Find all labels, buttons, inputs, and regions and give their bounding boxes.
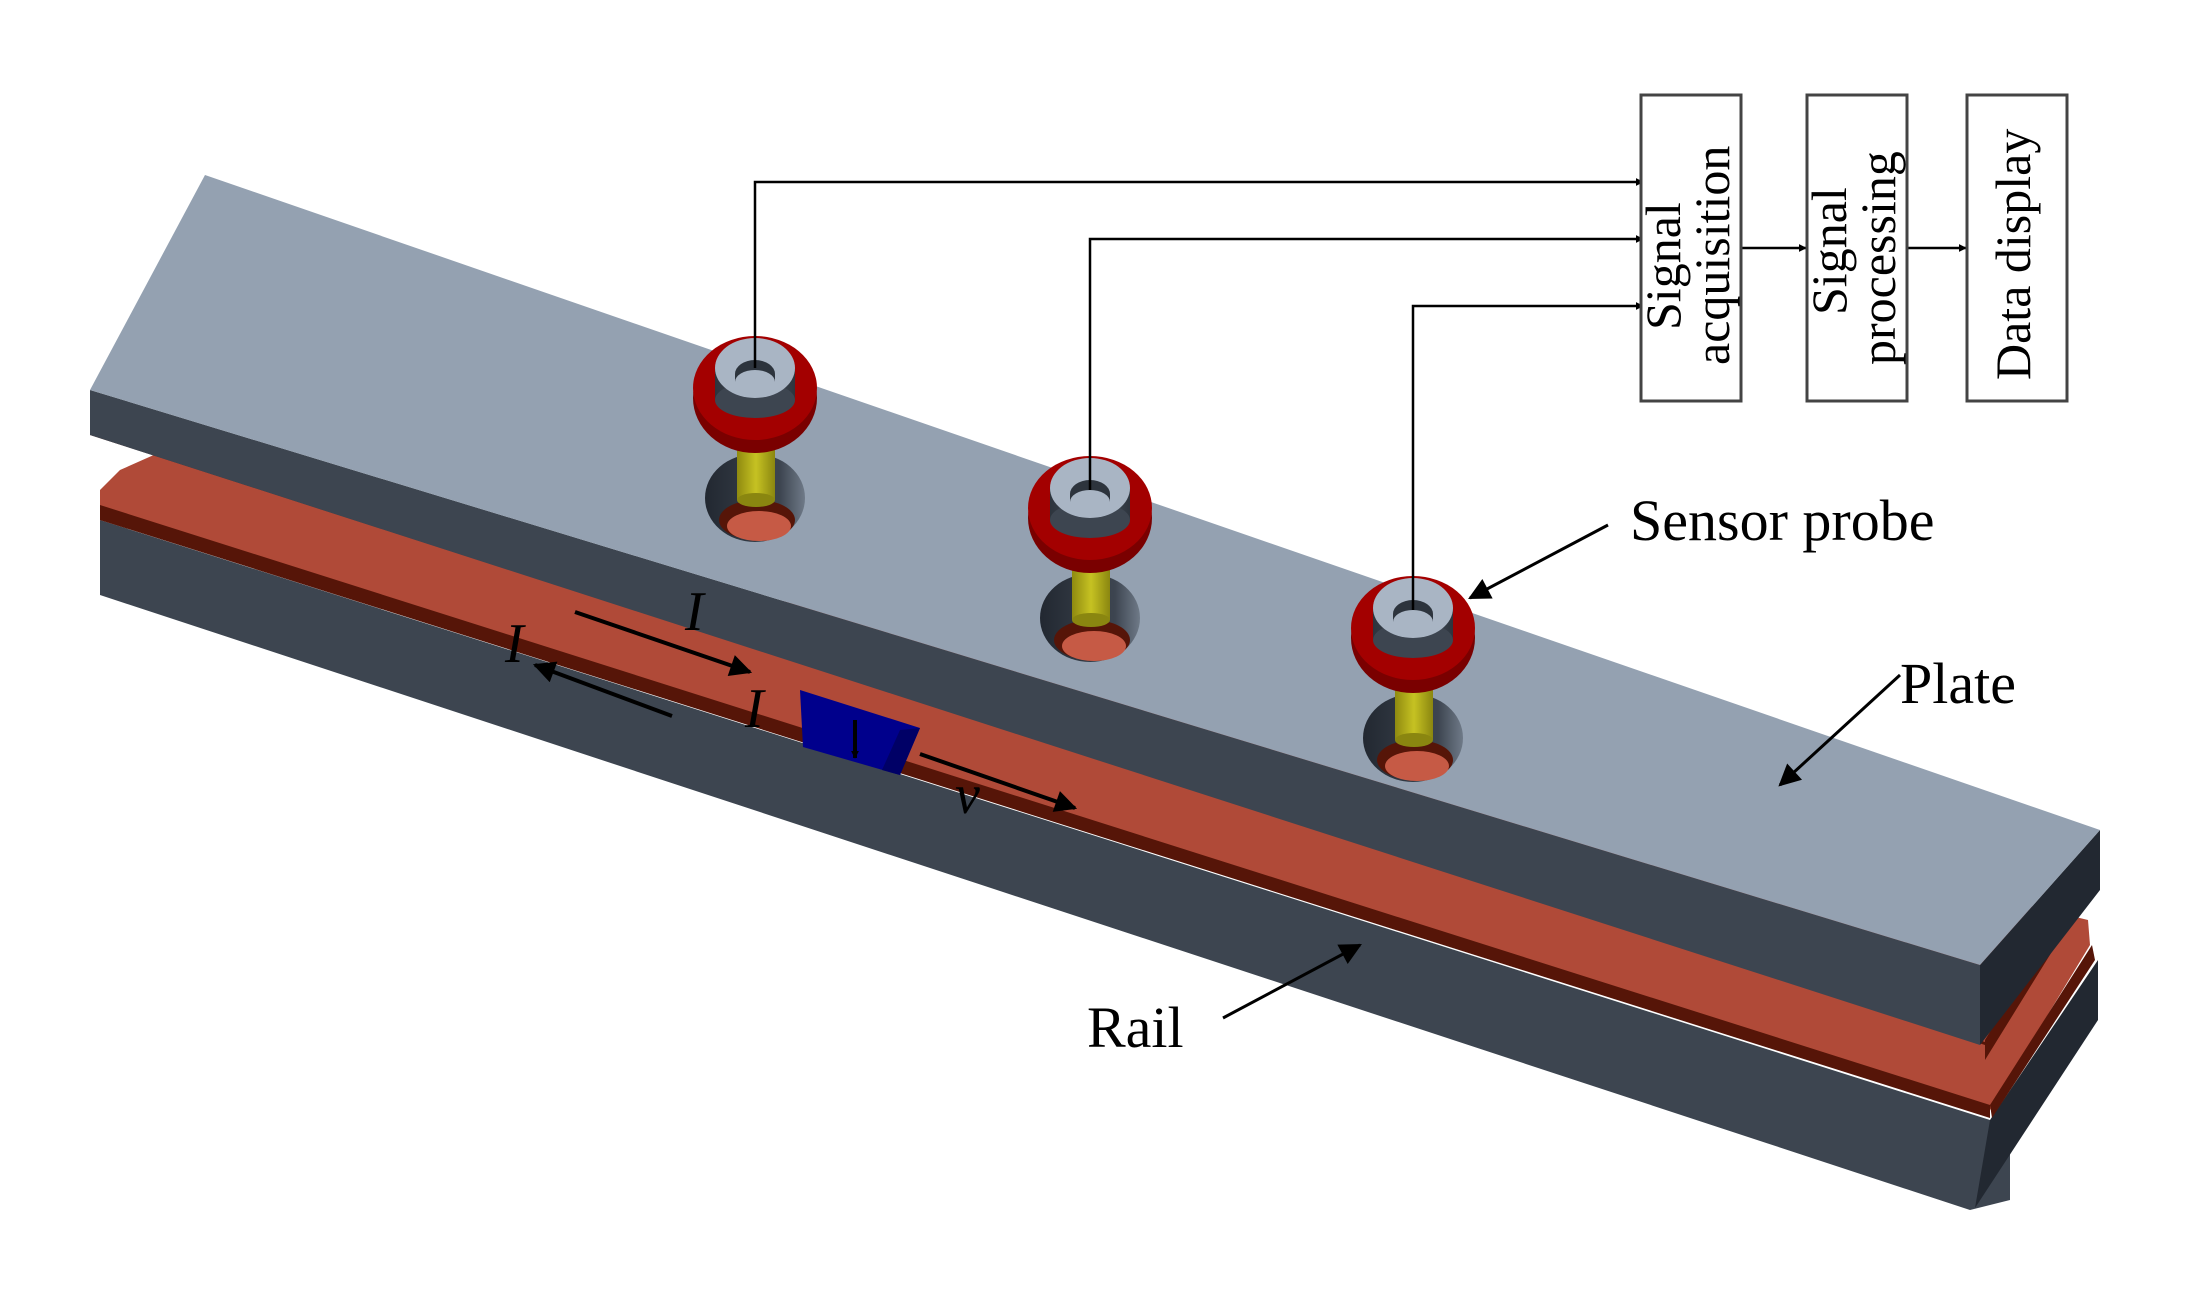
signal-line-probe-2	[1088, 235, 1644, 490]
signal-processing-line2: processing	[1850, 151, 1906, 365]
lower-rail-edge	[100, 505, 1990, 1118]
callouts: Sensor probe Plate Rail	[1087, 488, 2016, 1060]
probe-hole-floor	[727, 511, 791, 541]
probe-stem-end	[1395, 733, 1433, 747]
signal-processing-box	[1805, 93, 1909, 403]
current-and-velocity-annotations: I I I v	[504, 581, 1078, 826]
sensor-probe-leader	[1468, 523, 1609, 600]
signal-acquisition-line2: acquisition	[1684, 146, 1740, 365]
sensor-probe-2	[1028, 456, 1152, 662]
armature	[800, 690, 920, 775]
signal-chain: Signal acquisition Signal processing Dat…	[1635, 93, 2069, 403]
current-symbol-upper: I	[684, 581, 706, 643]
probe-stem-end	[1072, 613, 1110, 627]
lower-rail-end	[1990, 945, 2095, 1118]
signal-acquisition-box	[1639, 93, 1743, 403]
lower-rail-assembly	[100, 450, 2098, 1210]
lower-rail-top	[100, 450, 2090, 1110]
signal-lines	[753, 178, 1967, 610]
rail-leader	[1222, 943, 1362, 1020]
plate-label: Plate	[1900, 651, 2016, 716]
plate-front-face	[90, 390, 1980, 1045]
sensor-probe-label: Sensor probe	[1630, 488, 1934, 553]
sensor-probe-1	[693, 336, 817, 542]
armature-side	[882, 728, 920, 775]
current-arrow-lower	[532, 661, 673, 718]
probe-bore	[735, 360, 775, 382]
signal-line-probe-3	[1411, 302, 1644, 610]
signal-acquisition-line1: Signal	[1635, 202, 1691, 330]
current-symbol-lower: I	[504, 613, 526, 675]
velocity-arrow	[919, 752, 1078, 812]
current-arrow-upper	[574, 610, 753, 676]
plate-end-face	[1980, 830, 2100, 1045]
current-symbol-armature: I	[744, 678, 766, 740]
probe-bore	[1070, 480, 1110, 502]
probe-stem-end	[737, 493, 775, 507]
data-display-text: Data display	[1985, 129, 2041, 380]
probe-bore	[1393, 600, 1433, 622]
lower-base-end	[1975, 960, 2098, 1208]
rail-label: Rail	[1087, 995, 1184, 1060]
probe-hole-floor	[1062, 631, 1126, 661]
signal-processing-line1: Signal	[1801, 187, 1857, 315]
signal-line-probe-1	[753, 178, 1644, 368]
plate-leader	[1778, 673, 1902, 787]
lower-base-front	[100, 520, 2010, 1210]
data-display-box	[1965, 93, 2069, 403]
probe-hole-floor	[1385, 751, 1449, 781]
